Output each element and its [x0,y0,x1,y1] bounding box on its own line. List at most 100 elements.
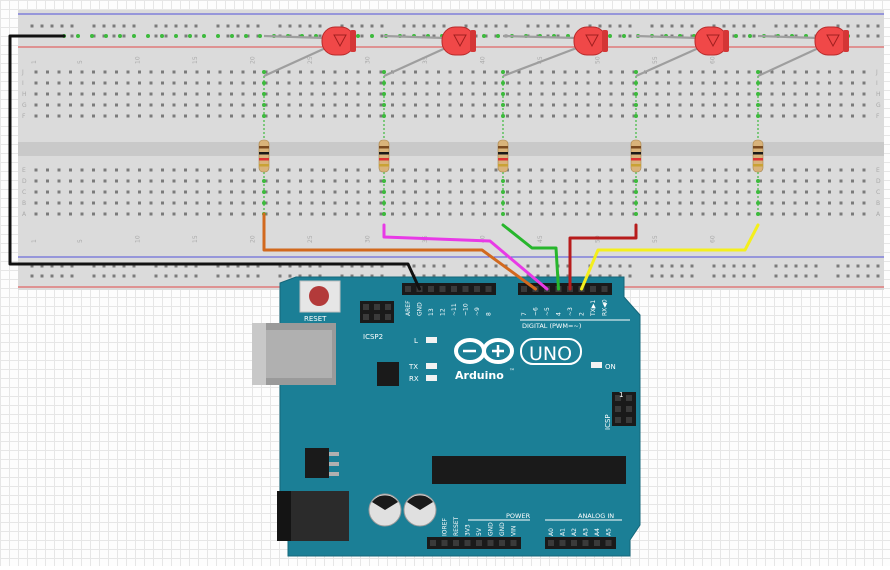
power-pin-pin[interactable] [510,540,517,546]
breadboard-hole [448,114,452,118]
icsp-pin[interactable] [626,417,632,423]
breadboard-hole [563,81,567,85]
analog-pin-pin[interactable] [582,540,589,546]
digital-pin-pin[interactable] [451,286,457,292]
digital-pin-pin[interactable] [474,286,480,292]
resistor-band [259,152,269,155]
analog-pin-pin[interactable] [548,540,554,546]
rail-hole [856,24,860,28]
atmega-chip [432,456,626,484]
rail-hole [876,24,880,28]
breadboard-hole [402,212,406,216]
icsp-pin[interactable] [615,395,621,401]
breadboard-hole [816,190,820,194]
rail-hole [288,274,292,278]
breadboard-hole [34,212,38,216]
rail-hole [288,24,292,28]
rail-hole [536,264,540,268]
breadboard-hole [494,103,498,107]
analog-pin-pin[interactable] [594,540,600,546]
icsp2-pin[interactable] [363,314,369,320]
power-pin-pin[interactable] [464,540,471,546]
led-lead [757,45,824,77]
breadboard-hole [172,70,176,74]
digital-pin-pin[interactable] [521,286,527,292]
digital-pin-pin[interactable] [428,286,434,292]
power-pin-pin[interactable] [441,540,448,546]
power-pin-pin[interactable] [499,540,505,546]
rail-hole [598,274,602,278]
power-pin-pin[interactable] [487,540,494,546]
rail-hole [784,274,788,278]
breadboard-hole [149,201,153,205]
breadboard-hole [241,201,245,205]
reset-button-cap[interactable] [309,286,329,306]
digital-pin-label: ~9 [474,307,481,316]
rail-hole [598,264,602,268]
led-lead [502,44,583,78]
pin5-wire [382,223,549,291]
icsp2-pin[interactable] [363,304,369,310]
breadboard-hole [713,103,716,107]
breadboard-hole [644,168,647,172]
breadboard-hole [356,70,360,74]
breadboard-hole [805,92,808,96]
led-die [333,34,347,48]
breadboard-hole [724,70,728,74]
icsp-pin[interactable] [626,406,632,412]
breadboard-hole [379,179,383,183]
icsp-pin[interactable] [615,417,621,423]
breadboard-hole [368,179,371,183]
icsp2-pin[interactable] [374,314,380,320]
power-pin-label: RESET [453,516,460,536]
reset-button[interactable] [299,280,341,313]
breadboard-hole [782,92,785,96]
analog-pin-pin[interactable] [571,540,577,546]
breadboard-hole [724,179,728,183]
icsp-pin[interactable] [615,406,621,412]
breadboard-hole [149,212,153,216]
rail-hole [370,274,374,278]
rail-hole [380,34,384,38]
power-pin-pin[interactable] [453,540,459,546]
row-letter-right: J [875,69,878,76]
rail-connection-dot [104,34,108,38]
resistor-band [259,158,269,161]
power-pin-pin[interactable] [476,540,482,546]
rail-hole [690,24,694,28]
rail-hole [122,264,126,268]
digital-pin-pin[interactable] [462,286,469,292]
resistor-band [379,146,389,149]
icsp2-pin[interactable] [385,314,391,320]
rail-hole [546,274,550,278]
breadboard-hole [494,81,498,85]
power-pin-pin[interactable] [430,540,436,546]
breadboard-hole [471,81,475,85]
breadboard-hole [609,201,613,205]
icsp2-pin[interactable] [374,304,380,310]
rail-hole [752,34,756,38]
rail-hole [618,34,622,38]
breadboard-hole [310,201,314,205]
digital-pin-pin[interactable] [601,286,608,292]
icsp-pin[interactable] [626,395,632,401]
breadboard-hole [678,212,682,216]
breadboard-hole [103,70,107,74]
breadboard-hole [448,103,452,107]
digital-pin-pin[interactable] [590,286,596,292]
analog-pin-pin[interactable] [605,540,612,546]
power-pin-label: IOREF [442,518,449,536]
breadboard-hole [69,168,72,172]
arduino-uno-board: RESET ICSP2 L TX RX Arduino ™ UNO ON 1 I… [252,276,641,557]
breadboard-hole [46,81,49,85]
digital-pin-pin[interactable] [405,286,411,292]
icsp2-pin[interactable] [385,304,391,310]
icsp-header [612,392,636,426]
digital-pin-pin[interactable] [485,286,492,292]
analog-pin-pin[interactable] [559,540,566,546]
analog-pin-label: A1 [560,528,567,536]
breadboard-hole [793,190,797,194]
digital-pin-pin[interactable] [439,286,446,292]
rail-hole [856,274,860,278]
breadboard-hole [322,103,325,107]
